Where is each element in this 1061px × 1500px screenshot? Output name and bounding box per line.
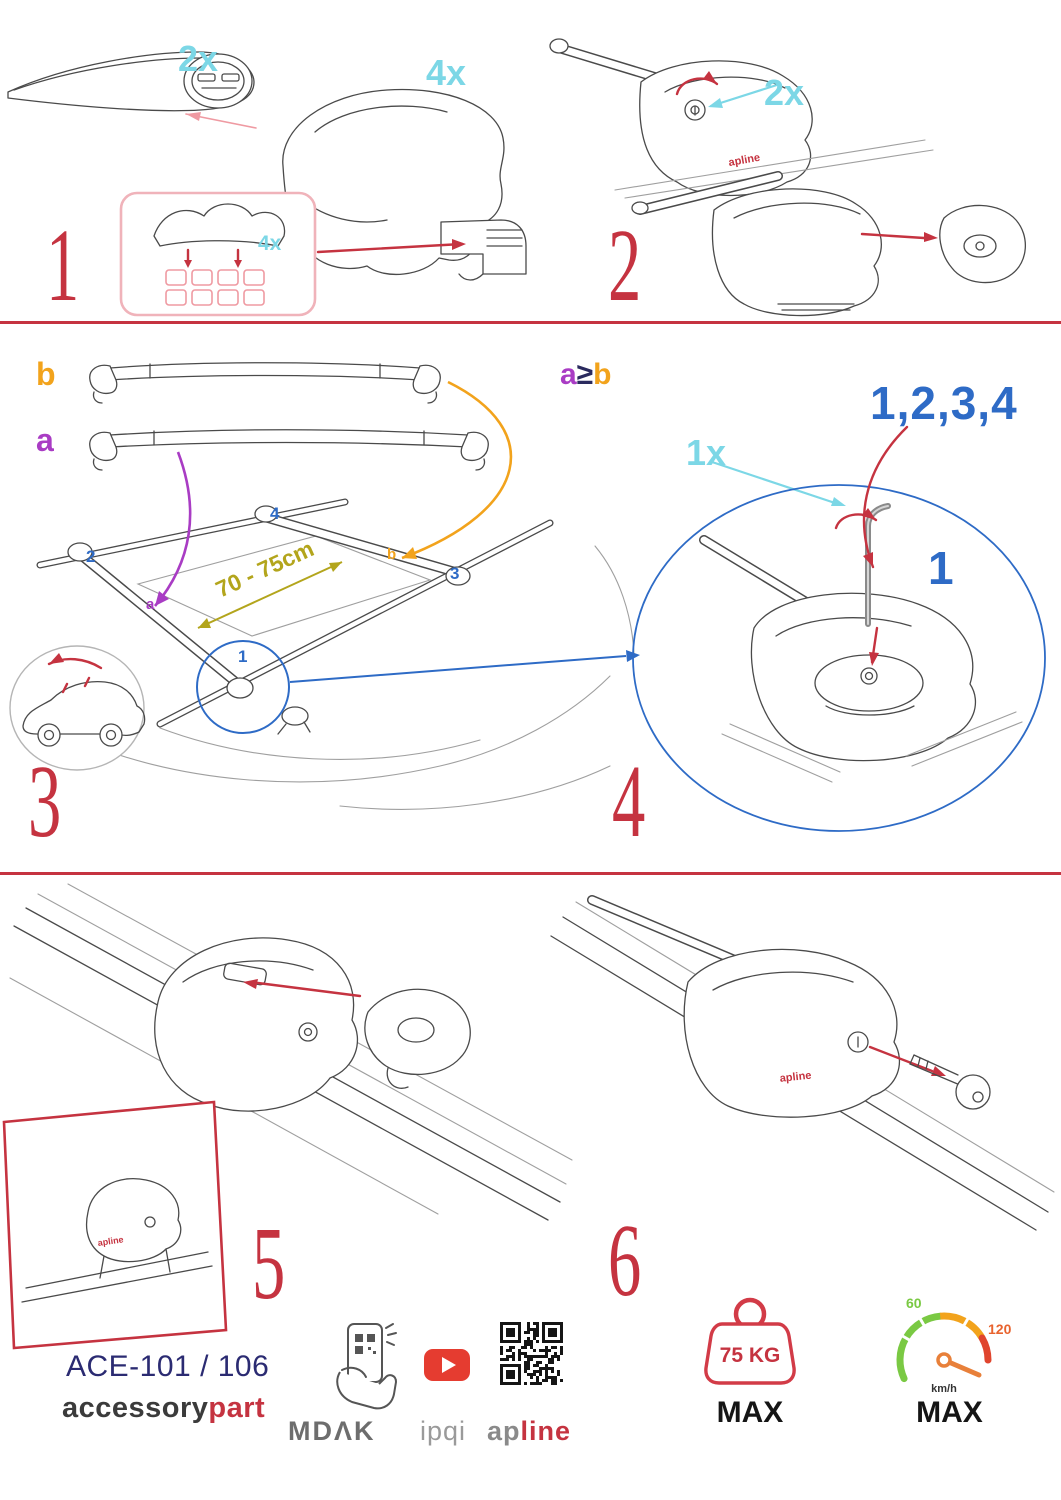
bolt-icon [860, 667, 878, 685]
step3-number: 3 [28, 744, 62, 859]
step1-inset-box: 4x [119, 191, 317, 317]
model-code: ACE-101 / 106 [66, 1350, 270, 1383]
tighten-sequence: 1,2,3,4 [870, 377, 1018, 429]
partner-apline: apline [487, 1416, 571, 1447]
section-divider-2 [0, 872, 1061, 875]
comparison-label: a≥b [560, 360, 611, 390]
brand-wordmark-gray: accessory [62, 1392, 209, 1424]
bar-a-label: a [36, 422, 54, 458]
max-weight-value: 75 KG [720, 1344, 781, 1367]
lock-icon [298, 1022, 318, 1042]
section-divider-1 [0, 321, 1061, 324]
comparison-b: b [593, 358, 612, 391]
brand-mark-text: apline [779, 1070, 812, 1085]
end-cap-part [939, 204, 1027, 284]
key-icon [909, 1054, 991, 1110]
result-box: apline [2, 1100, 228, 1350]
clamp-part [440, 219, 527, 275]
partner-apline-gray: ap [487, 1416, 521, 1446]
car-icon [22, 680, 146, 736]
step1-bar-quantity: 2x [178, 38, 219, 79]
partner-mdak: MDΛK [288, 1416, 376, 1446]
car-inset-drawing [9, 645, 146, 771]
step2-lock-drawing: apline [549, 38, 934, 199]
cap-insert-arrow [256, 981, 362, 998]
max-weight-icon: 75 KG [704, 1297, 796, 1385]
sequence-arrow [862, 425, 909, 569]
roof-pos-4: 4 [270, 504, 280, 523]
scan-app-icon [336, 1323, 397, 1410]
bar-a-drawing [89, 429, 489, 471]
brand-wordmark-red: part [208, 1392, 266, 1424]
step5-drawing [9, 883, 573, 1221]
inset-quantity: 4x [258, 232, 282, 255]
speed-high: 120 [988, 1321, 1012, 1337]
step1-assembly-arrow [316, 239, 466, 254]
roof-pos-a: a [146, 596, 155, 613]
step1-number: 1 [46, 208, 80, 323]
max-speed-icon: 60 120 km/h [896, 1295, 1012, 1395]
youtube-icon [424, 1349, 470, 1381]
step2-number: 2 [608, 208, 642, 323]
max-weight-label: MAX [716, 1396, 784, 1429]
speed-unit: km/h [931, 1383, 957, 1395]
bar-b-drawing [89, 362, 441, 404]
roof-pos-1: 1 [238, 647, 248, 666]
roof-pos-2: 2 [86, 547, 96, 566]
cap-assembly-arrow [860, 232, 926, 240]
step5-number: 5 [252, 1206, 286, 1321]
step1-bar-drawing [7, 51, 257, 129]
brand-mark-text: apline [728, 152, 761, 169]
zoom-ellipse [632, 484, 1046, 832]
step2-cap-drawing [631, 171, 1027, 317]
key-insert-arrow [868, 1045, 934, 1073]
sequence-first: 1 [928, 542, 954, 594]
step4-zoom-drawing [632, 484, 1046, 832]
step2-lock-quantity: 2x [764, 72, 805, 113]
comparison-op: ≥ [576, 358, 594, 391]
step6-number: 6 [608, 1203, 642, 1318]
speed-low: 60 [906, 1295, 922, 1311]
partner-apline-red: line [520, 1416, 572, 1446]
step1-foot-drawing [282, 88, 527, 281]
step1-foot-quantity: 4x [426, 52, 467, 93]
lock-pointer-arrow [709, 82, 782, 108]
max-speed-label: MAX [916, 1396, 983, 1429]
step4-number: 4 [612, 744, 646, 859]
key-pointer-arrow [710, 460, 846, 506]
step6-drawing: apline [550, 895, 1055, 1231]
roof-pos-b: b [387, 546, 397, 563]
key-quantity: 1x [686, 432, 727, 473]
roof-pos-3: 3 [450, 564, 460, 583]
comparison-a: a [560, 358, 577, 391]
bar-b-label: b [36, 356, 56, 392]
brand-mark-text: apline [97, 1234, 124, 1248]
qr-code [500, 1322, 563, 1385]
brand-wordmark: accessorypart [62, 1392, 265, 1425]
cover-cap-part [364, 988, 471, 1076]
partner-ipqi: ipqi [420, 1416, 467, 1446]
